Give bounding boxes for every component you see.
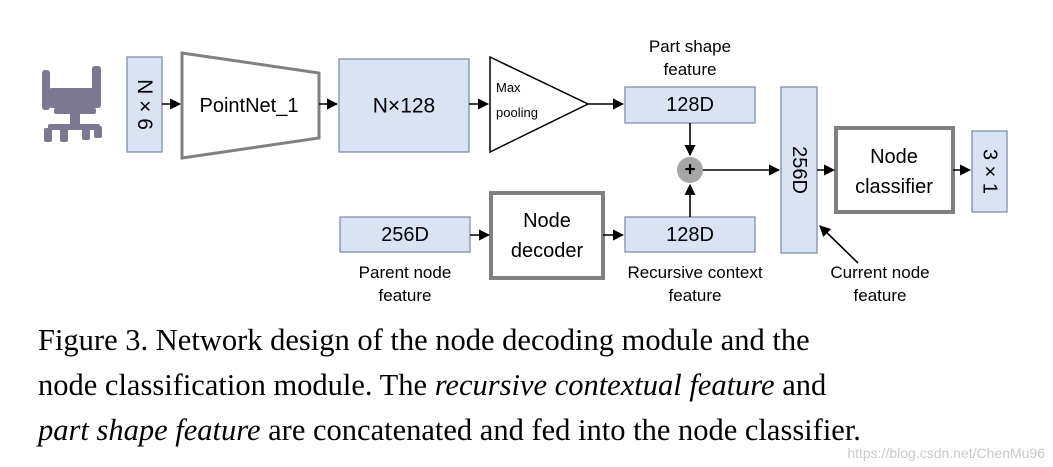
part-shape-feature-label-2: feature: [664, 60, 717, 79]
node-classifier-label-1: Node: [870, 146, 918, 168]
output-node-label: 3 × 1: [979, 149, 1001, 194]
current-node-feature-label-2: feature: [854, 286, 907, 305]
max-pooling-label-2: pooling: [496, 105, 538, 120]
nx128-label: N×128: [373, 95, 435, 118]
nx128-node: N×128: [338, 58, 470, 153]
recursive-context-feature-value: 128D: [666, 224, 714, 246]
parent-feature-node: 256D: [339, 216, 471, 253]
caption-line-2-a: node classification module. The: [38, 368, 435, 402]
edges: [162, 98, 972, 264]
part-shape-feature-node: 128D: [624, 86, 756, 124]
caption-line-3: part shape feature are concatenated and …: [38, 408, 1038, 453]
current-node-feature-label-1: Current node: [830, 263, 929, 282]
watermark: https://blog.csdn.net/ChenMu96: [847, 445, 1045, 461]
node-decoder-label-1: Node: [523, 210, 571, 232]
concat-plus-node: +: [677, 157, 703, 183]
recursive-context-label-1: Recursive context: [627, 263, 762, 282]
caption-line-2-c: and: [774, 368, 827, 402]
max-pooling-node: Max pooling: [489, 55, 590, 154]
output-node: 3 × 1: [971, 130, 1008, 213]
plus-label: +: [684, 160, 695, 181]
caption-line-1-text: Figure 3. Network design of the node dec…: [38, 323, 810, 357]
recursive-context-feature-node: 128D: [624, 216, 756, 253]
max-pooling-label-1: Max: [496, 80, 521, 95]
parent-feature-label-1: Parent node: [359, 263, 452, 282]
input-node-label: N × 6: [133, 79, 156, 130]
chair-point-cloud-icon: [42, 66, 102, 142]
part-shape-feature-value: 128D: [666, 94, 714, 116]
network-diagram: N × 6 PointNet_1 N×128 Max pooling Part …: [42, 37, 1008, 305]
parent-feature-value: 256D: [381, 224, 429, 246]
pointnet-node: PointNet_1: [180, 51, 321, 160]
part-shape-feature-label-1: Part shape: [649, 37, 731, 56]
concat-feature-node: 256D: [780, 86, 818, 254]
node-decoder-label-2: decoder: [511, 240, 584, 262]
caption-term-recursive-contextual-feature: recursive contextual feature: [434, 368, 775, 402]
pointnet-label: PointNet_1: [200, 95, 299, 117]
recursive-context-label-2: feature: [669, 286, 722, 305]
figure-caption: Figure 3. Network design of the node dec…: [38, 318, 1038, 453]
input-node: N × 6: [126, 56, 163, 153]
caption-line-1: Figure 3. Network design of the node dec…: [38, 318, 1038, 363]
caption-line-2: node classification module. The recursiv…: [38, 363, 1038, 408]
node-classifier-node: Node classifier: [834, 126, 955, 214]
node-decoder-node: Node decoder: [489, 191, 605, 280]
parent-feature-label-2: feature: [379, 286, 432, 305]
caption-line-3-b: are concatenated and fed into the node c…: [260, 413, 861, 447]
node-classifier-label-2: classifier: [855, 176, 933, 198]
edge-current-node-pointer: [819, 225, 859, 264]
caption-term-part-shape-feature: part shape feature: [38, 413, 261, 447]
concat-feature-value: 256D: [788, 146, 810, 194]
